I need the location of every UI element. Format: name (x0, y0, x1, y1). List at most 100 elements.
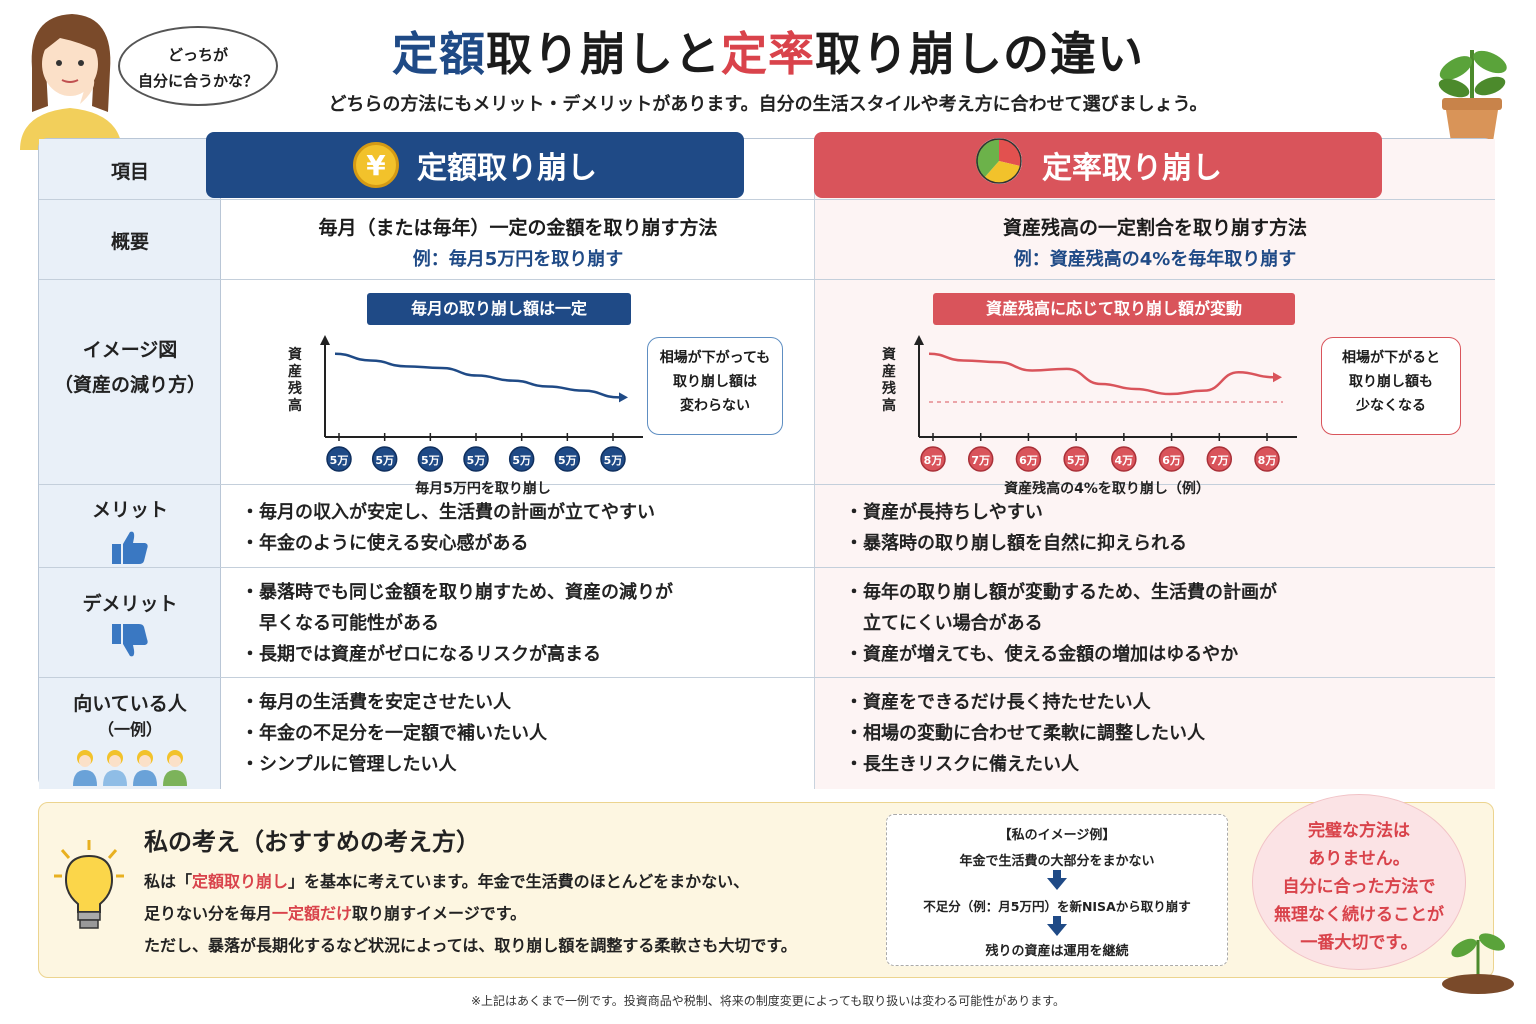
rate-demerit-list: ・毎年の取り崩し額が変動するため、生活費の計画が 立てにくい場合がある ・資産が… (845, 577, 1277, 670)
example-step-2: 不足分（例：月5万円）を新NISAから取り崩す (923, 899, 1191, 914)
fixed-demerit-list: ・暴落時でも同じ金額を取り崩すため、資産の減りが 早くなる可能性がある ・長期で… (241, 577, 673, 670)
thumbs-down-icon (110, 622, 150, 665)
y-axis-label: 資 (882, 346, 896, 363)
y-axis-label: 残 (882, 380, 896, 397)
category-marker (920, 446, 946, 472)
category-marker (600, 446, 626, 472)
category-label: 5万 (421, 454, 440, 467)
list-item: ・資産が長持ちしやすい (845, 502, 1043, 523)
list-item: 早くなる可能性がある (241, 613, 439, 634)
footnote: ※上記はあくまで一例です。投資商品や税制、将来の制度変更によっても取り扱いは変わ… (470, 994, 1066, 1008)
y-axis-arrow (914, 335, 924, 345)
light-bulb-icon (54, 838, 124, 938)
list-item: ・毎年の取り崩し額が変動するため、生活費の計画が (845, 582, 1277, 603)
series-end-arrow (1273, 372, 1282, 383)
example-box (886, 814, 1228, 966)
y-axis-label: 産 (288, 363, 302, 380)
fixed-suited-list: ・毎月の生活費を安定させたい人 ・年金の不足分を一定額で補いたい人 ・シンプルに… (241, 687, 547, 780)
category-label: 5万 (1067, 454, 1086, 467)
rate-merit-list: ・資産が長持ちしやすい ・暴落時の取り崩し額を自然に抑えられる (845, 497, 1187, 559)
rate-chart-tag: 資産残高に応じて取り崩し額が変動 (933, 293, 1295, 325)
series-end-arrow (619, 392, 628, 403)
advice-circle: 完璧な方法は ありません。 自分に合った方法で 無理なく続けることが 一番大切で… (1252, 794, 1466, 970)
list-item: 立てにくい場合がある (845, 613, 1043, 634)
label-suited: 向いている人 （一例） (39, 689, 221, 791)
category-marker (554, 446, 581, 472)
list-item: ・毎月の生活費を安定させたい人 (241, 692, 511, 713)
example-step-3: 残りの資産は運用を継続 (985, 944, 1129, 959)
down-arrow-icon (1047, 916, 1067, 936)
category-label: 7万 (1210, 454, 1229, 467)
x-axis-label: 毎月5万円を取り崩し (415, 480, 551, 497)
label-merit: メリット (39, 495, 221, 571)
category-label: 8万 (1258, 454, 1277, 467)
category-marker (326, 446, 352, 472)
opinion-panel (38, 802, 1494, 978)
category-label: 5万 (558, 454, 577, 467)
yen-coin-icon: ¥ (353, 142, 399, 188)
list-item: ・相場の変動に合わせて柔軟に調整したい人 (845, 723, 1205, 744)
category-marker (1158, 446, 1185, 472)
label-item: 項目 (110, 161, 149, 183)
label-demerit: デメリット (39, 589, 221, 665)
category-label: 5万 (467, 454, 486, 467)
example-title: 【私のイメージ例】 (998, 828, 1116, 843)
row-divider (39, 567, 1495, 568)
opinion-line-2: 足りない分を毎月一定額だけ取り崩すイメージです。 (144, 904, 527, 923)
list-item: ・長生きリスクに備えたい人 (845, 754, 1079, 775)
list-item: ・暴落時の取り崩し額を自然に抑えられる (845, 533, 1187, 554)
category-label: 5万 (330, 454, 349, 467)
label-image: イメージ図 （資産の減り方） (53, 339, 206, 396)
series-line (928, 352, 1274, 396)
fixed-heading: ¥ 定額取り崩し (206, 132, 744, 198)
row-divider (39, 199, 1495, 200)
list-item: ・資産をできるだけ長く持たせたい人 (845, 692, 1151, 713)
series-line (334, 352, 620, 399)
thumbs-up-icon (110, 528, 150, 571)
list-item: ・シンプルに管理したい人 (241, 754, 457, 775)
row-divider (39, 677, 1495, 678)
list-item: ・長期では資産がゼロになるリスクが高まる (241, 644, 601, 665)
opinion-line-1: 私は「定額取り崩し」を基本に考えています。年金で生活費のほとんどをまかない、 (144, 872, 750, 891)
row-divider (39, 279, 1495, 280)
category-label: 6万 (1019, 454, 1038, 467)
fixed-summary: 毎月（または毎年）一定の金額を取り崩す方法 (318, 217, 718, 239)
page-title: 定額取り崩しと定率取り崩しの違い (392, 27, 1144, 81)
y-axis-label: 資 (288, 346, 302, 363)
page-subtitle: どちらの方法にもメリット・デメリットがあります。自分の生活スタイルや考え方に合わ… (328, 94, 1208, 115)
category-marker (1111, 446, 1137, 472)
people-icon (70, 746, 190, 791)
pie-chart-icon (974, 136, 1024, 194)
category-marker (1063, 446, 1089, 472)
fixed-callout: 相場が下がっても 取り崩し額は 変わらない (647, 337, 783, 435)
bubble-line-1: どっちが (167, 46, 228, 64)
rate-suited-list: ・資産をできるだけ長く持たせたい人 ・相場の変動に合わせて柔軟に調整したい人 ・… (845, 687, 1205, 780)
y-axis-label: 残 (288, 380, 302, 397)
list-item: ・年金の不足分を一定額で補いたい人 (241, 723, 547, 744)
rate-summary: 資産残高の一定割合を取り崩す方法 (1002, 217, 1307, 239)
y-axis-arrow (320, 335, 330, 345)
category-marker (417, 446, 444, 472)
category-marker (967, 446, 994, 472)
y-axis-label: 産 (882, 363, 896, 380)
category-marker (463, 446, 489, 472)
x-axis-label: 資産残高の4%を取り崩し（例） (1004, 480, 1210, 497)
down-arrow-icon (1047, 870, 1067, 890)
y-axis-label: 高 (882, 397, 896, 414)
rate-example: 例：資産残高の4%を毎年取り崩す (1013, 249, 1297, 270)
bubble-line-2: 自分に合うかな？ (137, 72, 258, 90)
rate-heading: 定率取り崩し (814, 132, 1382, 198)
list-item: ・資産が増えても、使える金額の増加はゆるやか (845, 644, 1239, 665)
rate-callout: 相場が下がると 取り崩し額も 少なくなる (1321, 337, 1461, 435)
opinion-line-3: ただし、暴落が長期化するなど状況によっては、取り崩し額を調整する柔軟さも大切です… (144, 936, 797, 955)
fixed-merit-list: ・毎月の収入が安定し、生活費の計画が立てやすい ・年金のように使える安心感がある (241, 497, 655, 559)
label-column (39, 139, 221, 789)
opinion-title: 私の考え（おすすめの考え方） (144, 828, 480, 856)
example-step-1: 年金で生活費の大部分をまかない (959, 854, 1155, 869)
category-label: 5万 (604, 454, 623, 467)
potted-plant-icon (1426, 22, 1518, 150)
category-label: 8万 (924, 454, 943, 467)
list-item: ・毎月の収入が安定し、生活費の計画が立てやすい (241, 502, 655, 523)
